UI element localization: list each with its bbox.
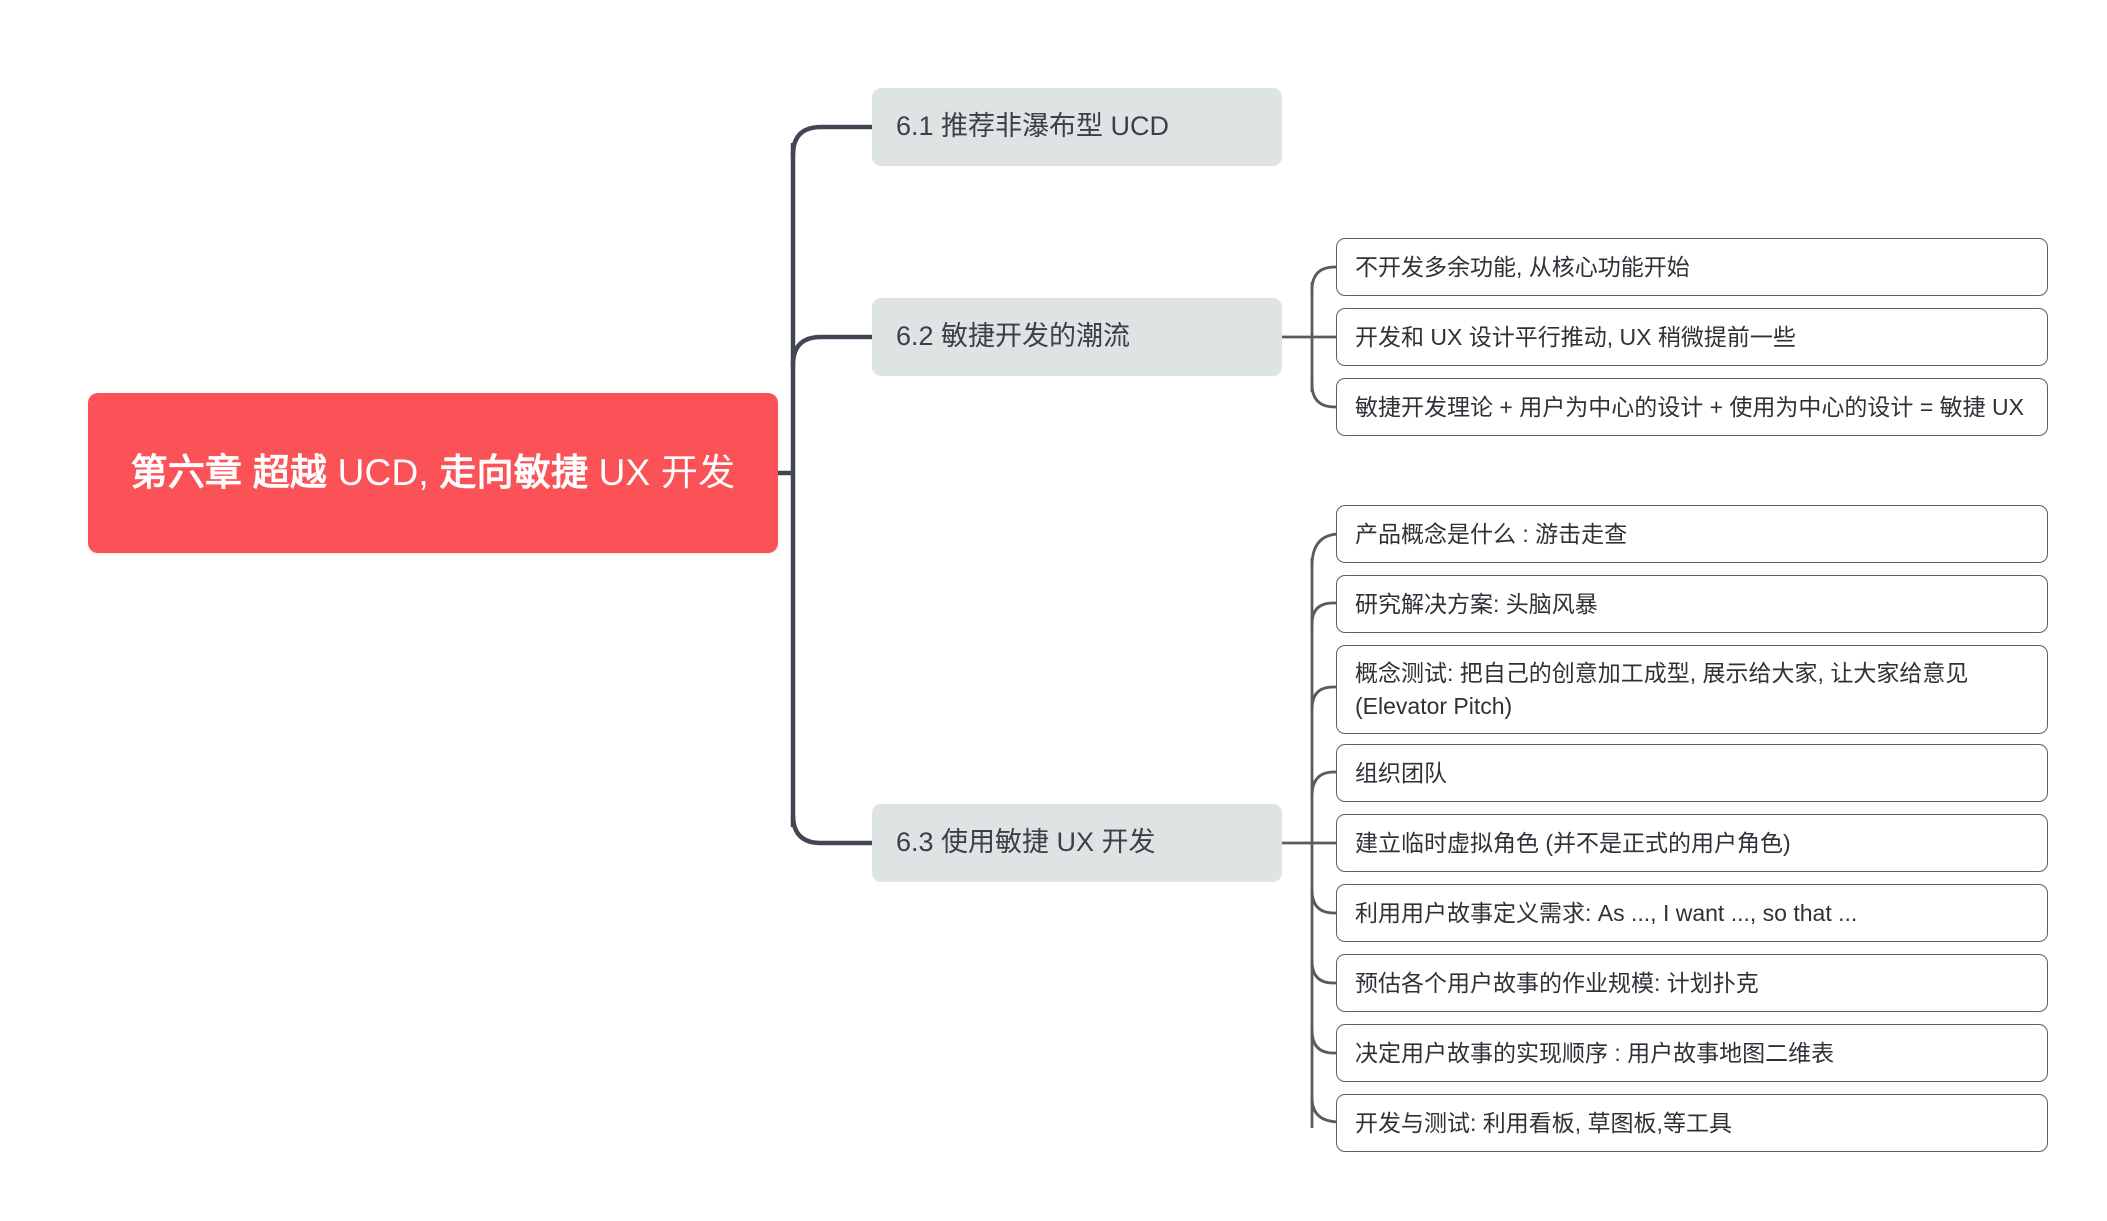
edge-to-6-3 — [790, 812, 875, 846]
leaf-node-6-3-9-label: 开发与测试: 利用看板, 草图板,等工具 — [1355, 1109, 1732, 1136]
leaf-node-6-3-4[interactable]: 组织团队 — [1336, 744, 2048, 802]
leaf-node-6-3-2[interactable]: 研究解决方案: 头脑风暴 — [1336, 575, 2048, 633]
leaf-node-6-3-1-label: 产品概念是什么 : 游击走查 — [1355, 520, 1628, 547]
root-node[interactable]: 第六章 超越 UCD, 走向敏捷 UX 开发 — [88, 393, 778, 553]
branch-node-6-3-label: 6.3 使用敏捷 UX 开发 — [896, 827, 1156, 858]
leaf-node-6-3-4-label: 组织团队 — [1355, 759, 1447, 786]
leaf-node-6-2-2[interactable]: 开发和 UX 设计平行推动, UX 稍微提前一些 — [1336, 308, 2048, 366]
edge-6-3-child-3 — [1310, 685, 1338, 711]
branch-node-6-2-label: 6.2 敏捷开发的潮流 — [896, 321, 1131, 352]
branch-node-6-2[interactable]: 6.2 敏捷开发的潮流 — [872, 298, 1282, 376]
leaf-node-6-2-1[interactable]: 不开发多余功能, 从核心功能开始 — [1336, 238, 2048, 296]
leaf-node-6-3-7-label: 预估各个用户故事的作业规模: 计划扑克 — [1355, 969, 1759, 996]
leaf-node-6-2-3-label: 敏捷开发理论 + 用户为中心的设计 + 使用为中心的设计 = 敏捷 UX — [1355, 393, 2024, 420]
leaf-node-6-2-2-label: 开发和 UX 设计平行推动, UX 稍微提前一些 — [1355, 323, 1796, 350]
root-label-seg-2: UCD, — [337, 452, 440, 494]
root-node-label: 第六章 超越 UCD, 走向敏捷 UX 开发 — [105, 448, 762, 497]
leaf-node-6-3-1[interactable]: 产品概念是什么 : 游击走查 — [1336, 505, 2048, 563]
leaf-node-6-3-9[interactable]: 开发与测试: 利用看板, 草图板,等工具 — [1336, 1094, 2048, 1152]
leaf-node-6-2-1-label: 不开发多余功能, 从核心功能开始 — [1355, 253, 1690, 280]
branch-node-6-1-label: 6.1 推荐非瀑布型 UCD — [896, 111, 1170, 142]
edge-6-3-child-8 — [1310, 1028, 1338, 1055]
leaf-node-6-3-3-label: 概念测试: 把自己的创意加工成型, 展示给大家, 让大家给意见 (Elevato… — [1355, 659, 1969, 719]
edge-6-3-child-4 — [1310, 770, 1338, 798]
branch-node-6-3[interactable]: 6.3 使用敏捷 UX 开发 — [872, 804, 1282, 882]
leaf-node-6-3-5[interactable]: 建立临时虚拟角色 (并不是正式的用户角色) — [1336, 814, 2048, 872]
leaf-node-6-3-6-label: 利用用户故事定义需求: As ..., I want ..., so that … — [1355, 899, 1858, 926]
leaf-node-6-3-7[interactable]: 预估各个用户故事的作业规模: 计划扑克 — [1336, 954, 2048, 1012]
leaf-node-6-3-5-label: 建立临时虚拟角色 (并不是正式的用户角色) — [1355, 829, 1791, 856]
leaf-node-6-3-6[interactable]: 利用用户故事定义需求: As ..., I want ..., so that … — [1336, 884, 2048, 942]
edge-6-2-child-1 — [1310, 265, 1338, 292]
root-label-seg-1: 第六章 超越 — [130, 452, 338, 494]
edge-to-6-2 — [790, 334, 875, 368]
edge-6-2-child-3 — [1310, 382, 1338, 409]
leaf-node-6-3-2-label: 研究解决方案: 头脑风暴 — [1355, 590, 1598, 617]
root-label-seg-3: 走向敏捷 — [439, 452, 599, 494]
branch-node-6-1[interactable]: 6.1 推荐非瀑布型 UCD — [872, 88, 1282, 166]
edge-to-6-1 — [790, 124, 875, 158]
leaf-node-6-2-3[interactable]: 敏捷开发理论 + 用户为中心的设计 + 使用为中心的设计 = 敏捷 UX — [1336, 378, 2048, 436]
leaf-node-6-3-3[interactable]: 概念测试: 把自己的创意加工成型, 展示给大家, 让大家给意见 (Elevato… — [1336, 645, 2048, 734]
root-label-seg-4: UX 开发 — [598, 452, 736, 494]
edge-6-3-child-2 — [1310, 601, 1338, 626]
edge-6-3-child-6 — [1310, 888, 1338, 915]
leaf-node-6-3-8[interactable]: 决定用户故事的实现顺序 : 用户故事地图二维表 — [1336, 1024, 2048, 1082]
leaf-node-6-3-8-label: 决定用户故事的实现顺序 : 用户故事地图二维表 — [1355, 1039, 1835, 1066]
edge-6-3-child-7 — [1310, 959, 1338, 985]
